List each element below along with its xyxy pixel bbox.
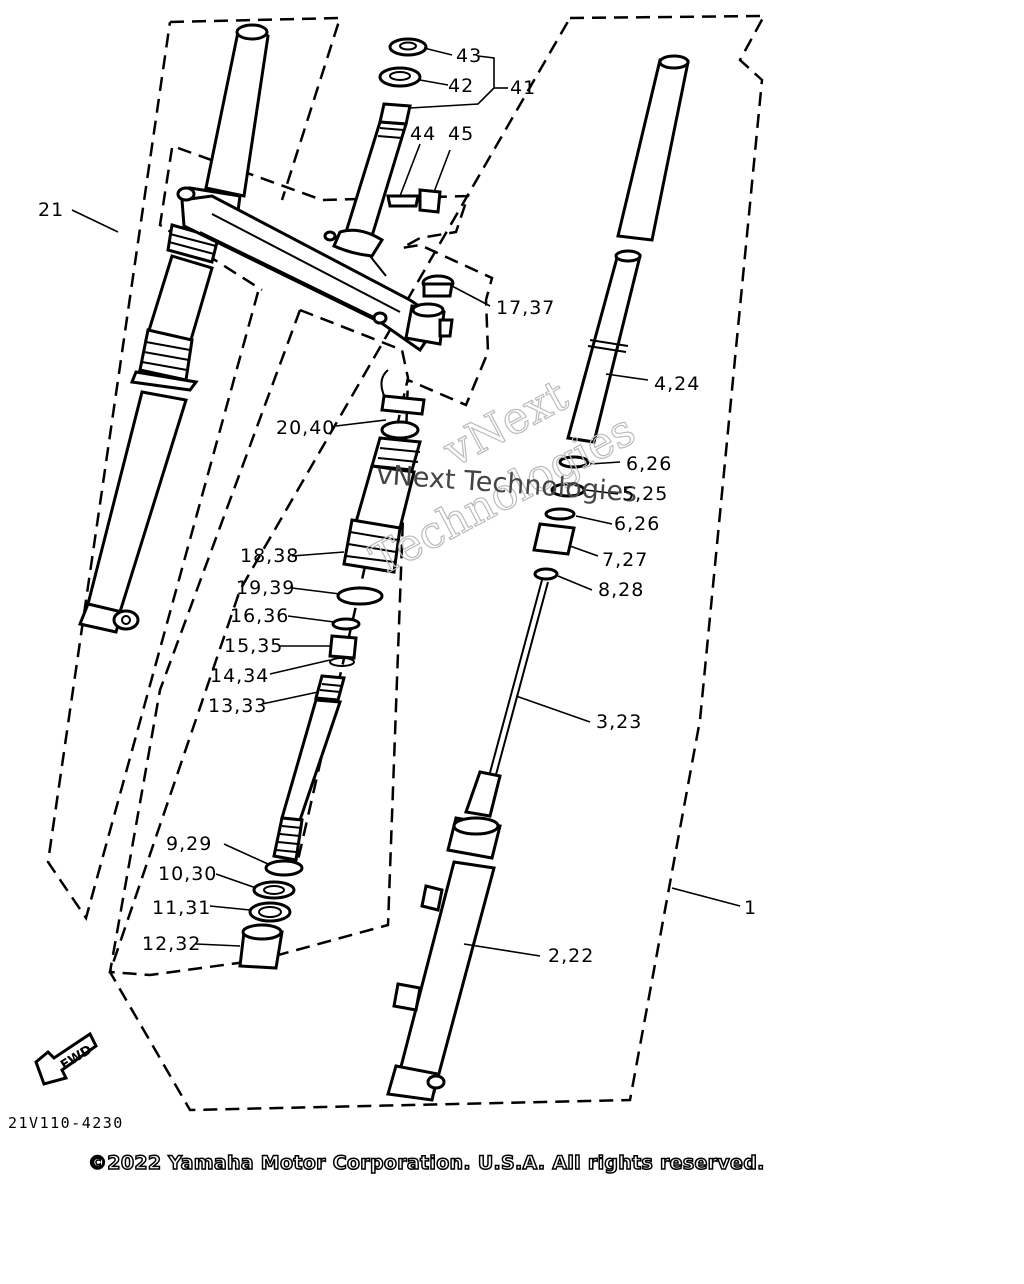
- callout-13: 13,33: [208, 695, 267, 717]
- callout-20: 20,40: [276, 417, 335, 439]
- right-fork-assembly: [386, 54, 690, 1102]
- steering-bracket: [176, 186, 443, 353]
- fork-clamp: [404, 274, 455, 346]
- callout-12: 12,32: [142, 933, 201, 955]
- callout-7: 7,27: [602, 549, 648, 571]
- leader-lines: [71, 47, 741, 957]
- callout-41: 41: [510, 77, 536, 99]
- left-fork-assembly: [77, 23, 270, 634]
- group-outline-top-bracket: [177, 146, 494, 407]
- callout-9: 9,29: [166, 833, 212, 855]
- callout-2: 2,22: [548, 945, 594, 967]
- callout-14: 14,34: [210, 665, 269, 687]
- fwd-arrow-icon: FWD: [34, 1031, 98, 1086]
- callout-44: 44: [410, 123, 436, 145]
- callout-15: 15,35: [224, 635, 283, 657]
- copyright-notice: ©2022 Yamaha Motor Corporation. U.S.A. A…: [87, 1151, 765, 1175]
- callout-18: 18,38: [240, 545, 299, 567]
- callout-6a: 6,26: [626, 453, 672, 475]
- callout-11: 11,31: [152, 897, 211, 919]
- callout-4: 4,24: [654, 373, 700, 395]
- callout-21: 21: [38, 199, 64, 221]
- callout-19: 19,39: [236, 577, 295, 599]
- damper-column: [272, 369, 426, 862]
- callout-17: 17,37: [496, 297, 555, 319]
- callout-labels: 43 42 41 44 45 21 17,37 4,24 20,40 6,26 5,25 6,26 7,…: [38, 45, 757, 967]
- callout-6b: 6,26: [614, 513, 660, 535]
- callout-8: 8,28: [598, 579, 644, 601]
- diagram-code: 21V110-4230: [8, 1114, 124, 1132]
- callout-43: 43: [456, 45, 482, 67]
- callout-1: 1: [744, 897, 757, 919]
- callout-45: 45: [448, 123, 474, 145]
- callout-10: 10,30: [158, 863, 217, 885]
- callout-16: 16,36: [230, 605, 289, 627]
- steering-stem: [332, 37, 442, 277]
- callout-3: 3,23: [596, 711, 642, 733]
- callout-5: 5,25: [622, 483, 668, 505]
- callout-42: 42: [448, 75, 474, 97]
- seal-stack: [238, 859, 304, 970]
- group-outline-left-fork: [46, 16, 342, 921]
- group-outline-right-fork: [108, 14, 767, 1112]
